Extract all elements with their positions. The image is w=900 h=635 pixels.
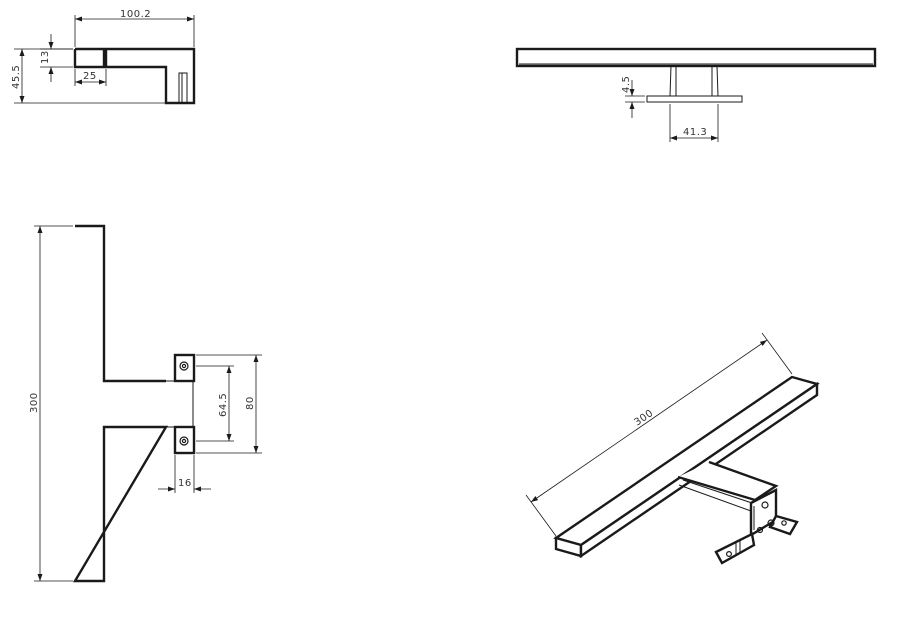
- dim-top-bracket-height: 80: [245, 396, 256, 410]
- lower-lug: [173, 425, 196, 455]
- dim-front-neck-width: 41.3: [683, 127, 707, 138]
- top-view: 300 64.5 80 16: [29, 224, 262, 583]
- front-view: 4.5 41.3: [515, 47, 877, 142]
- dim-side-width: 100.2: [120, 9, 151, 20]
- lower-hole: [179, 436, 189, 446]
- dim-iso-length: 300: [632, 408, 655, 429]
- dim-top-hole-spacing: 64.5: [218, 393, 229, 417]
- upper-lug: [173, 353, 196, 383]
- dim-front-plate-gap: 4.5: [621, 76, 632, 93]
- isometric-view: 300: [525, 332, 820, 565]
- dim-side-offset: 25: [83, 71, 97, 82]
- upper-hole: [179, 361, 189, 371]
- dim-side-height: 45.5: [11, 65, 22, 89]
- side-view: 100.2 13 45.5 25: [11, 9, 196, 105]
- dim-top-bracket-depth: 16: [178, 478, 192, 489]
- dim-side-thickness: 13: [40, 50, 51, 64]
- dim-top-length: 300: [29, 392, 40, 413]
